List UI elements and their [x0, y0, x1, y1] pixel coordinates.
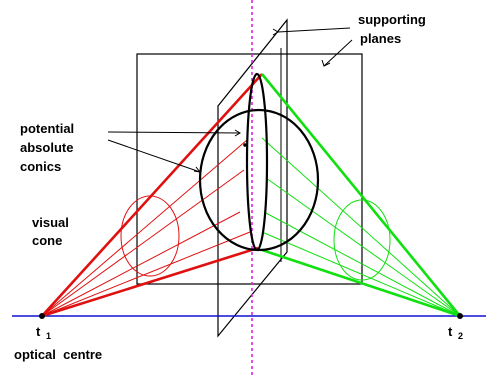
label-t1-sub: 1 — [46, 331, 51, 341]
back-plane-rectangle — [136, 53, 363, 285]
label-supporting: supporting — [358, 12, 426, 27]
left-cone-cross-section — [120, 195, 180, 277]
marker-dot — [243, 143, 247, 147]
absolute-conic-thin — [245, 72, 269, 252]
label-potential: potential — [20, 121, 74, 136]
label-absolute: absolute — [20, 140, 73, 155]
pointer-lines — [107, 27, 353, 173]
label-t2-sub: 2 — [458, 331, 463, 341]
right-cone-cross-section — [333, 199, 391, 281]
t2-point — [457, 313, 463, 319]
absolute-conic-large — [198, 108, 320, 252]
label-conics: conics — [20, 159, 61, 174]
t1-point — [39, 313, 45, 319]
supporting-plane — [217, 18, 288, 338]
label-t2: t — [448, 324, 453, 339]
label-planes: planes — [360, 31, 401, 46]
label-visual: visual — [32, 215, 69, 230]
right-cone — [260, 73, 462, 318]
label-optical-centre: optical centre — [14, 347, 102, 362]
left-cone — [41, 73, 263, 318]
label-cone: cone — [32, 233, 62, 248]
label-t1: t — [36, 324, 41, 339]
